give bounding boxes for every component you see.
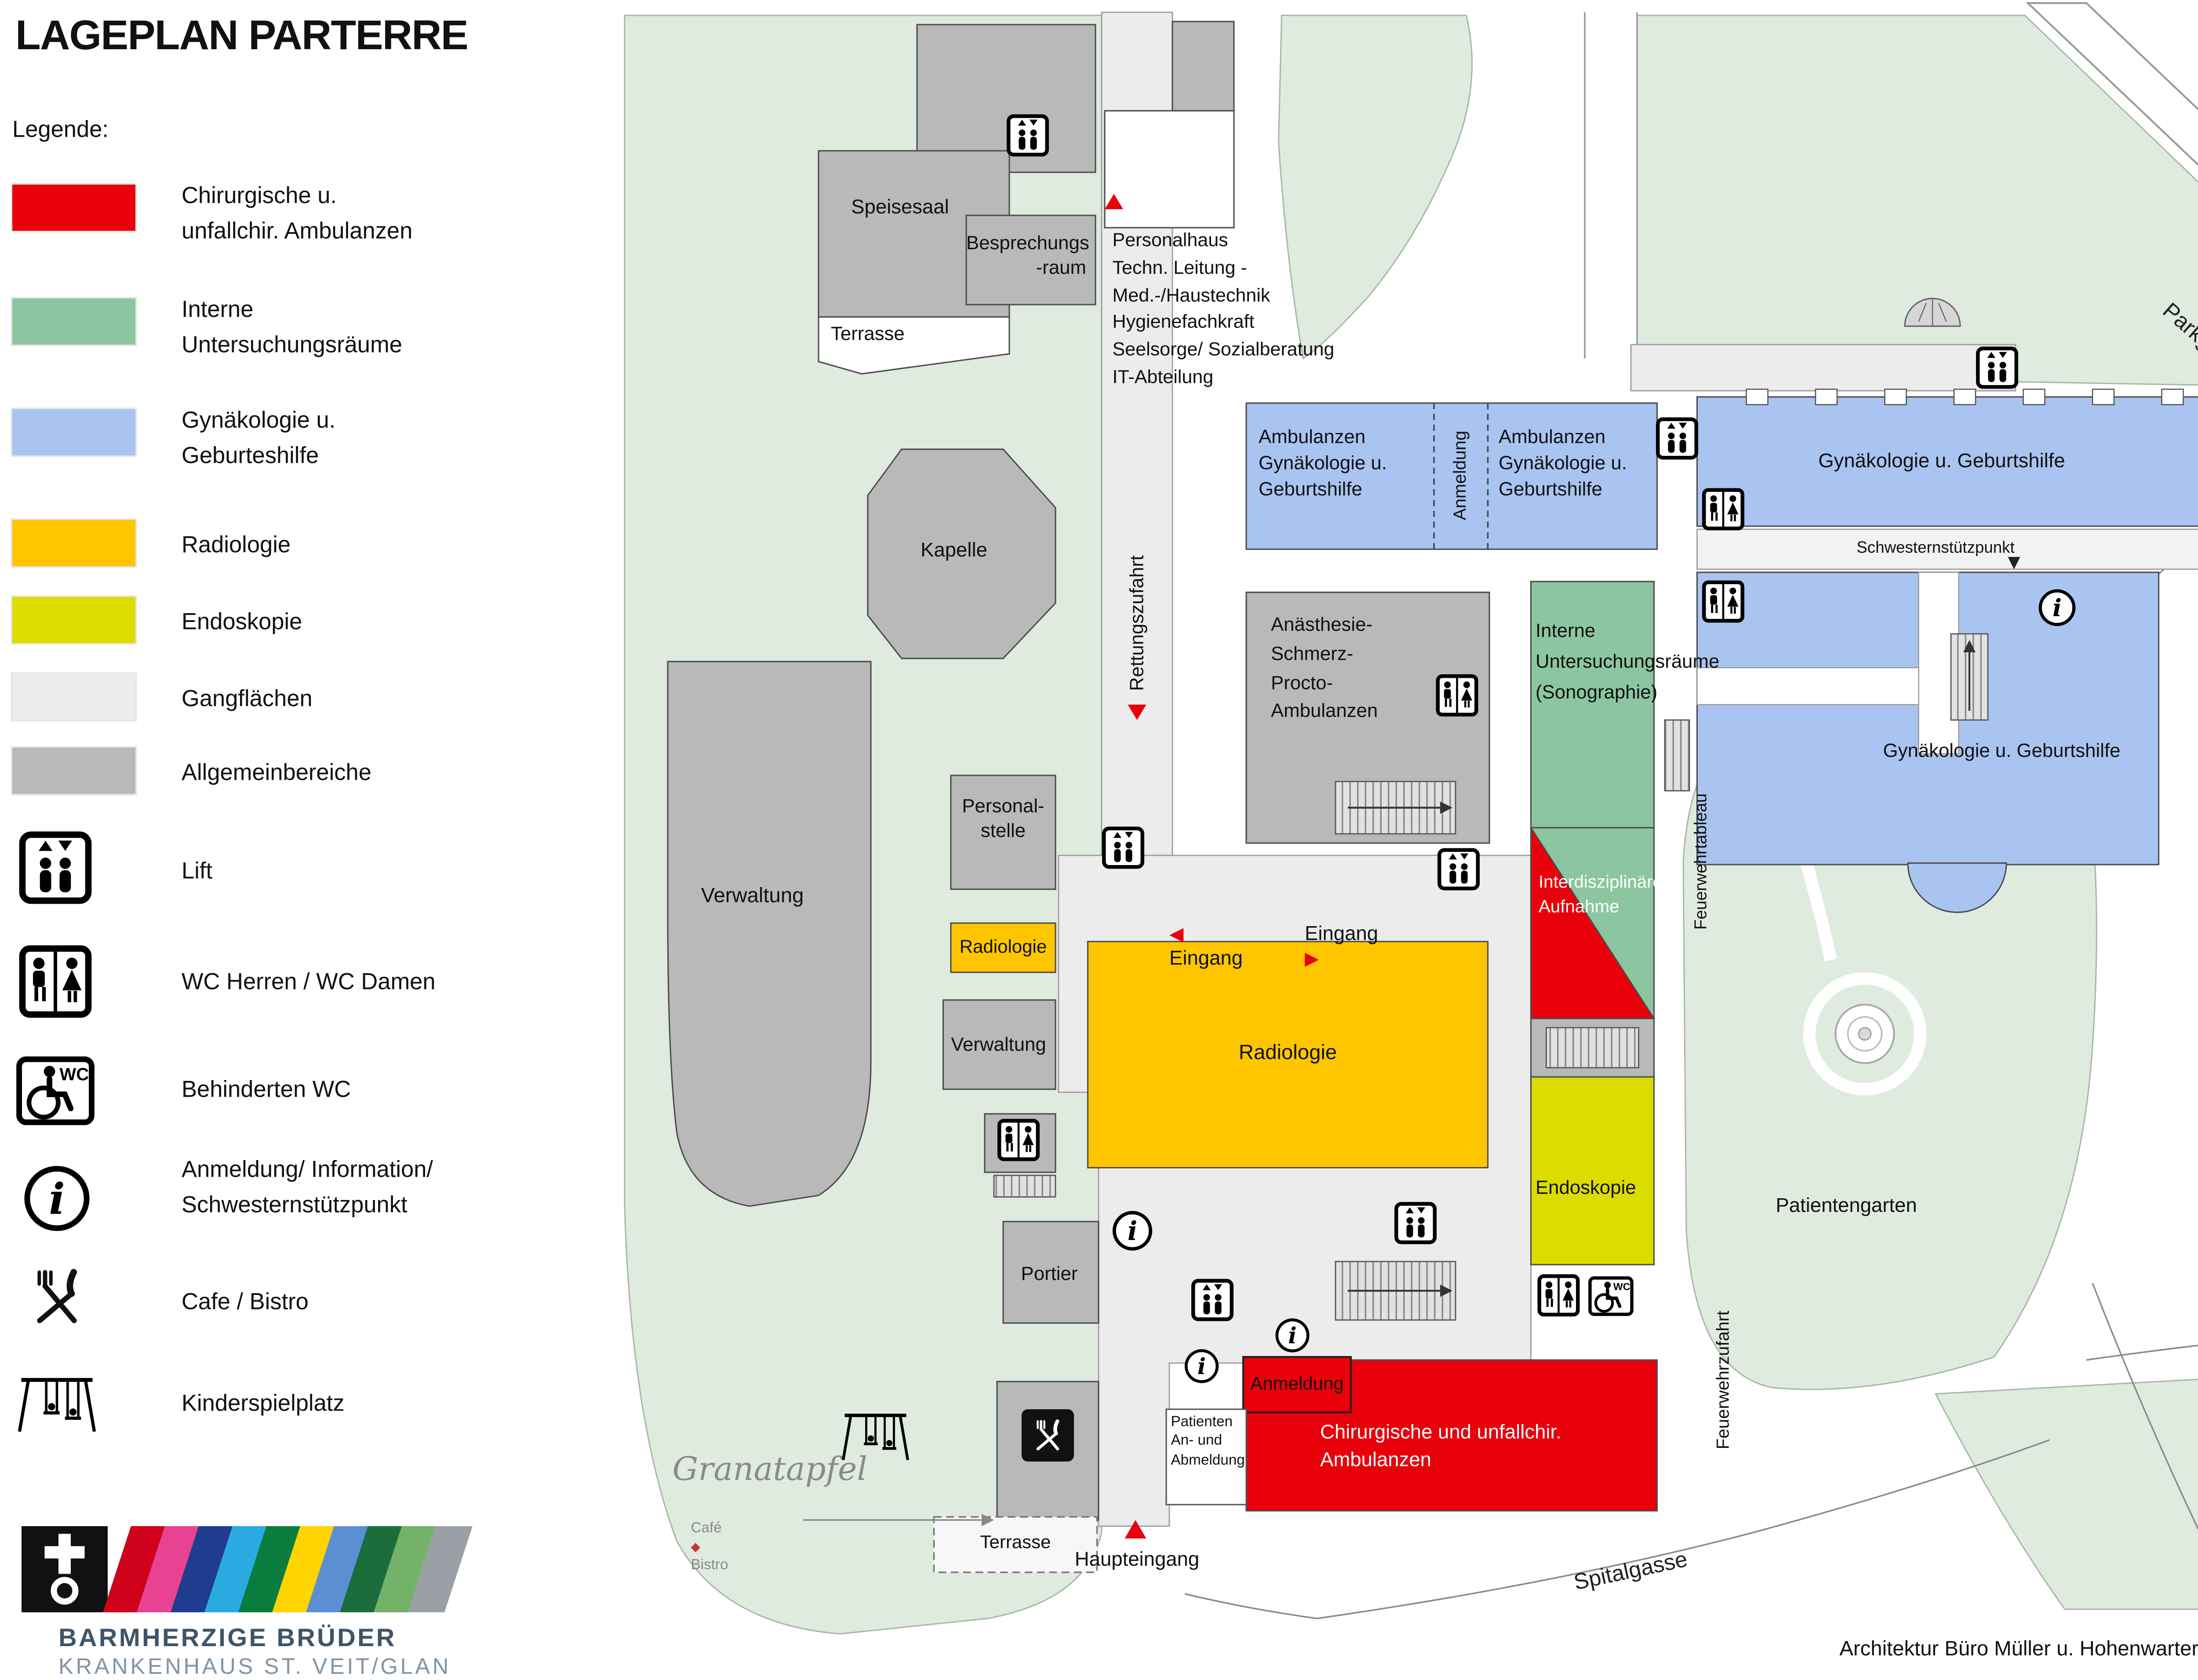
dept-ambulanzen-gyn <box>1246 403 1657 549</box>
dept-interne-untersuchung <box>1531 582 1654 828</box>
lift-icon <box>1104 829 1143 867</box>
stairs-ost-block <box>1547 1028 1639 1068</box>
dept-endoskopie <box>1531 1077 1654 1265</box>
gyn-ost-corridor-h <box>1697 668 1919 705</box>
legend-label-chirurgie: Chirurgische u. unfallchir. Ambulanzen <box>182 180 412 250</box>
building-besprechungsraum <box>966 215 1095 305</box>
north-access-road <box>1585 12 1637 359</box>
anmeldung-chirurgie-box <box>1243 1357 1351 1412</box>
terrasse-sued <box>934 1517 1097 1572</box>
legend-heading: Legende: <box>12 117 109 143</box>
legend-swatch-chirurgie <box>12 185 135 231</box>
building-verwaltung-klein <box>943 1000 1056 1089</box>
legend-label-lift: Lift <box>182 855 212 890</box>
wc-icon <box>1704 582 1743 621</box>
legend-label-wc: WC Herren / WC Damen <box>182 966 436 1001</box>
cafe-icon <box>25 1265 89 1329</box>
cafe-icon <box>1022 1409 1074 1462</box>
wc-icon <box>18 945 92 1018</box>
legend-label-endoskopie: Endoskopie <box>182 606 302 641</box>
legend-swatch-gyn <box>12 409 135 455</box>
info-icon <box>1277 1320 1308 1351</box>
building-portier <box>1003 1222 1099 1323</box>
corridor-northeast <box>1631 345 2016 391</box>
wc-icon <box>1438 676 1477 715</box>
logo-cross-mark <box>22 1526 108 1612</box>
logo-line1: BARMHERZIGE BRÜDER <box>58 1625 397 1654</box>
stairs-feuerwehr <box>1665 720 1689 791</box>
legend-swatch-interne <box>12 298 135 345</box>
logo-line2: KRANKENHAUS ST. VEIT/GLAN <box>58 1655 451 1680</box>
info-icon <box>2040 591 2074 624</box>
info-icon <box>22 1163 92 1234</box>
lift-icon <box>1193 1281 1232 1320</box>
building-verwaltung <box>668 662 871 1206</box>
legend-swatch-allgemein <box>12 748 135 794</box>
building-kapelle <box>868 449 1055 658</box>
corridor-schwestern <box>1697 529 2198 569</box>
green-area-southeast <box>1936 1369 2198 1609</box>
legend-swatch-gangflaechen <box>12 674 135 720</box>
legend-label-radiologie: Radiologie <box>182 529 291 564</box>
legend-label-kinderspielplatz: Kinderspielplatz <box>182 1388 345 1422</box>
dept-radiologie <box>1088 942 1488 1168</box>
accessible-wc-icon <box>1590 1278 1632 1314</box>
legend-swatch-endoskopie <box>12 597 135 643</box>
building-north-annex <box>1172 22 1234 111</box>
info-icon <box>1186 1351 1217 1382</box>
lift-icon <box>1008 116 1047 155</box>
dept-radiologie-klein <box>951 923 1055 972</box>
legend-label-interne: Interne Untersuchungsräume <box>182 294 402 364</box>
wc-icon <box>1704 490 1743 529</box>
legend-label-information: Anmeldung/ Information/ Schwesternstützp… <box>182 1154 433 1223</box>
lift-icon <box>1978 349 2016 387</box>
stairs-wc-block <box>994 1175 1055 1197</box>
lift-icon <box>1396 1204 1435 1243</box>
playground-icon <box>15 1369 98 1437</box>
fountain <box>1836 1005 1894 1063</box>
patienten-anmeldung-box <box>1166 1409 1246 1505</box>
legend-label-behinderten-wc: Behinderten WC <box>182 1074 351 1109</box>
legend-label-allgemein: Allgemeinbereiche <box>182 757 371 792</box>
accessible-wc-icon <box>15 1055 95 1126</box>
legend-label-gangflaechen: Gangflächen <box>182 683 313 718</box>
page-title: LAGEPLAN PARTERRE <box>15 12 468 60</box>
lift-icon <box>18 831 92 905</box>
logo-banner <box>117 1526 455 1612</box>
info-icon <box>1114 1213 1150 1249</box>
wc-icon <box>1539 1276 1578 1315</box>
legend-swatch-radiologie <box>12 520 135 566</box>
building-personalstelle <box>951 775 1055 889</box>
wc-icon <box>999 1121 1038 1160</box>
legend-label-gyn: Gynäkologie u. Geburteshilfe <box>182 405 335 474</box>
dept-gyn-nord <box>1697 397 2198 526</box>
lift-icon <box>1658 419 1696 458</box>
legend-label-cafe: Cafe / Bistro <box>182 1286 309 1321</box>
green-area-north <box>1279 15 1472 359</box>
lift-icon <box>1439 850 1478 889</box>
building-personalhaus <box>1105 111 1234 228</box>
logo-pomegranate-icon <box>51 1577 79 1605</box>
